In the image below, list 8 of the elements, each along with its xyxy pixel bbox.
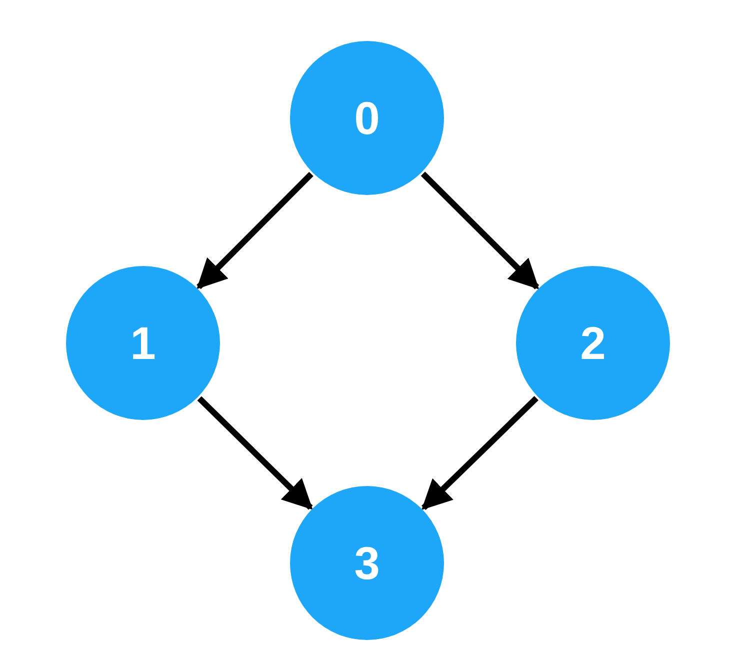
node-label: 2	[580, 316, 606, 370]
arrow	[197, 396, 313, 510]
arrow	[196, 172, 314, 290]
node-label: 3	[354, 536, 380, 590]
arrow	[421, 396, 538, 510]
node-label: 0	[354, 91, 380, 145]
arrow	[420, 172, 540, 290]
node-label: 1	[130, 316, 156, 370]
